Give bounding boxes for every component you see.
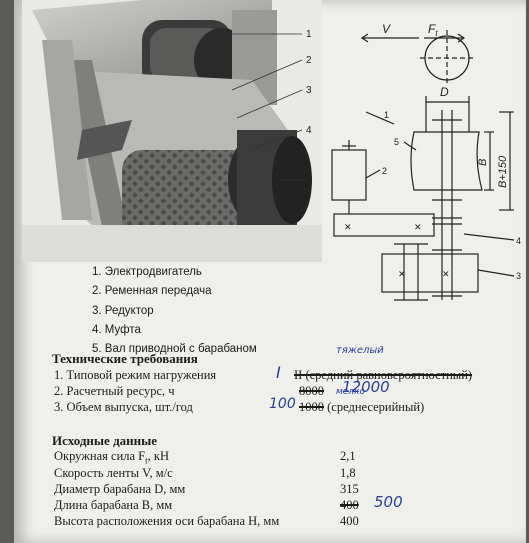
parts-legend: 1. Электродвигатель 2. Ременная передача… — [92, 263, 257, 359]
scheme-part-2: 2 — [382, 166, 387, 176]
requirement-row: 2. Расчетный ресурс, ч — [54, 384, 175, 398]
scheme-part-5: 5 — [394, 137, 399, 147]
input-row: Окружная сила Ft, кН — [54, 449, 169, 466]
requirement-value: II (средний равновероятностный) — [294, 368, 473, 382]
photo-callout-5: 5 — [306, 175, 312, 186]
photo-callout-3: 3 — [306, 85, 312, 96]
input-row: Длина барабана B, мм — [54, 498, 173, 512]
legend-item: 5. Вал приводной с барабаном — [92, 343, 257, 356]
legend-item: 1. Электродвигатель — [92, 266, 202, 278]
input-row: Диаметр барабана D, мм — [54, 482, 186, 496]
length-label: B — [477, 159, 489, 166]
requirement-value: 8000 — [299, 384, 324, 398]
scheme-part-1: 1 — [384, 110, 389, 120]
scheme-crosses: ✕ — [398, 269, 406, 279]
legend-item: 2. Ременная передача — [92, 285, 212, 298]
handwritten-resource: 12000 — [342, 378, 390, 396]
handwritten-volume: 100 — [269, 396, 296, 412]
photo-callout-1: 1 — [306, 29, 312, 40]
scheme-crosses: ✕ — [442, 269, 450, 279]
legend-item: 3. Редуктор — [92, 304, 154, 317]
scheme-part-4: 4 — [516, 236, 521, 246]
scheme-crosses: ✕ — [344, 222, 352, 232]
scheme-part-3: 3 — [516, 271, 521, 281]
input-value: 2,1 — [340, 449, 356, 463]
input-value: 315 — [340, 482, 359, 496]
requirement-value: 1000 (среднесерийный) — [299, 400, 425, 414]
diameter-label: D — [440, 85, 449, 99]
requirement-row: 3. Объем выпуска, шт./год — [54, 400, 193, 414]
photo-callout-2: 2 — [306, 55, 312, 66]
input-row: Высота расположения оси барабана H, мм — [54, 514, 280, 528]
document-page: 1 2 3 4 5 — [14, 0, 526, 543]
input-value: 400 — [340, 498, 359, 512]
scheme-crosses: ✕ — [414, 222, 422, 232]
drive-photo: 1 2 3 4 5 — [22, 0, 322, 262]
requirements-title: Технические требования — [52, 351, 198, 366]
inputs-title: Исходные данные — [52, 433, 158, 448]
legend-item: 4. Муфта — [92, 323, 141, 336]
velocity-label: V — [382, 22, 391, 36]
requirement-row: 1. Типовой режим нагружения — [54, 368, 217, 382]
handwritten-length: 500 — [374, 493, 403, 511]
kinematic-scheme: ✕ ✕ ✕ ✕ V Ft D B B+150 1 2 3 4 5 — [331, 22, 521, 301]
handwritten-mode: I — [276, 363, 281, 382]
photo-callout-4: 4 — [306, 125, 312, 136]
handwritten-volume-note: мелко — [336, 387, 366, 397]
input-value: 400 — [340, 514, 359, 528]
input-row: Скорость ленты V, м/с — [54, 466, 173, 480]
input-value: 1,8 — [340, 466, 356, 480]
length-plus-label: B+150 — [497, 155, 509, 188]
force-label: Ft — [428, 22, 438, 38]
handwritten-mode-note: тяжелый — [336, 345, 384, 356]
